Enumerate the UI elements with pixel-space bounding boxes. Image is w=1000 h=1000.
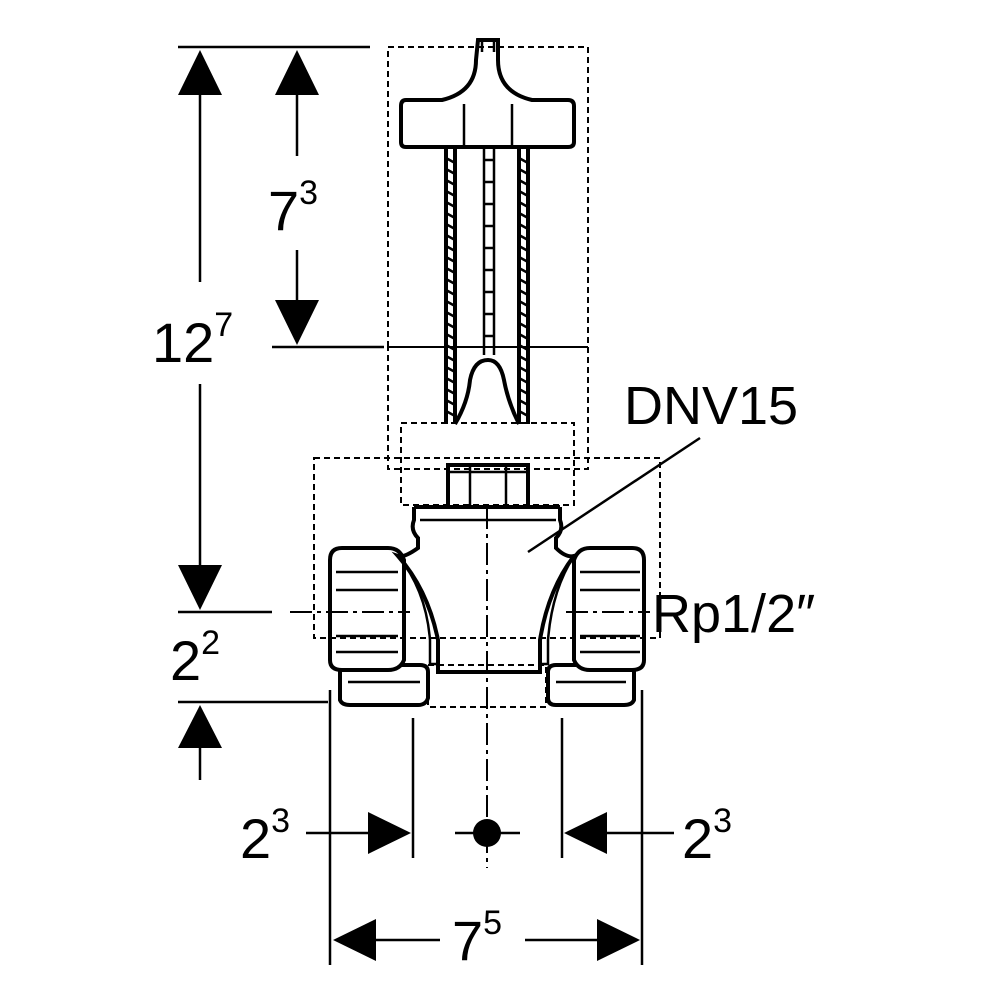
- arrow-right-icon: [368, 812, 411, 854]
- height-lower-label: 22: [170, 624, 220, 692]
- part-label: DNV15: [624, 376, 798, 436]
- dimension-width-left: [306, 812, 411, 854]
- height-total-label: 127: [152, 306, 233, 374]
- left-inlet-nut: [328, 546, 430, 707]
- arrow-up-icon: [275, 50, 319, 95]
- width-left-label: 23: [240, 802, 290, 870]
- arrow-left-icon: [564, 812, 607, 854]
- dimension-height-lower: [178, 705, 222, 780]
- leader-lines: [527, 436, 701, 554]
- arrow-right-icon: [597, 919, 640, 961]
- width-right-label: 23: [682, 802, 732, 870]
- thread-label: Rp1/2″: [652, 584, 815, 644]
- dimension-height-total: [178, 50, 222, 610]
- dimension-width-right: [564, 812, 674, 854]
- dimension-labels: 127 73 22 23 23 75: [152, 174, 732, 972]
- arrow-up-icon: [178, 50, 222, 95]
- bonnet-nut: [414, 463, 560, 509]
- arrow-up-icon: [178, 705, 222, 748]
- dimension-height-stem: [275, 50, 319, 345]
- arrow-down-icon: [178, 565, 222, 610]
- center-lines: [290, 507, 650, 868]
- extension-lines: [178, 45, 644, 965]
- spindle-threads: [445, 156, 529, 418]
- arrow-left-icon: [333, 919, 376, 961]
- arrow-down-icon: [275, 300, 319, 345]
- width-total-label: 75: [452, 904, 502, 972]
- right-inlet-nut: [546, 546, 646, 707]
- handle-knob: [399, 38, 576, 149]
- spindle: [444, 147, 530, 426]
- center-point-marker: [455, 819, 520, 847]
- height-stem-label: 73: [268, 174, 318, 242]
- dimension-width-total: [333, 919, 640, 961]
